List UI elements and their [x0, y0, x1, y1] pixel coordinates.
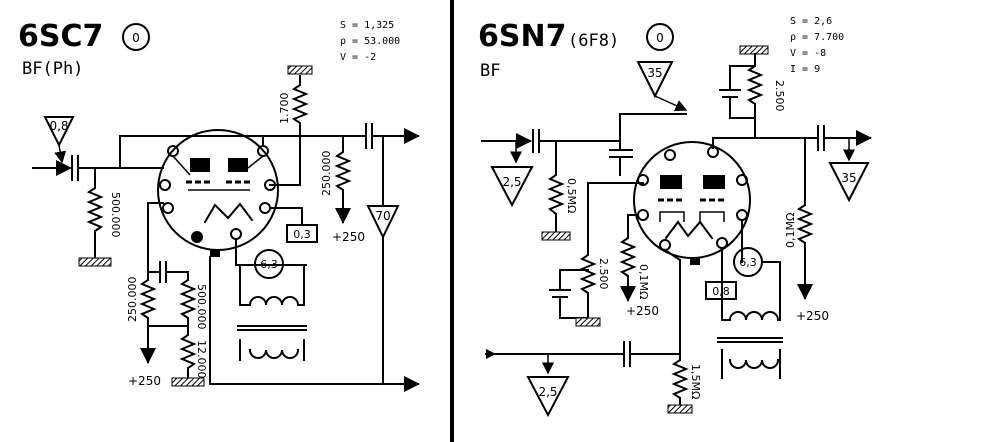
right-ground-1 — [541, 231, 571, 241]
right-subtitle: BF — [480, 61, 500, 81]
left-supply-2: +250 — [128, 374, 161, 388]
right-output-resistor-label: 0,1MΩ — [784, 213, 797, 248]
right-output-triangle — [828, 162, 870, 203]
right-grid-resistor-label: 0,5MΩ — [565, 178, 578, 213]
right-grid2-resistor — [671, 359, 689, 399]
right-grid2-resistor-label: 1,5MΩ — [689, 364, 702, 399]
left-input-voltage: 0,8 — [49, 119, 68, 133]
left-tube-key — [191, 231, 203, 243]
left-tube-name: 6SC7 — [18, 19, 103, 54]
right-param-v: V = -8 — [790, 48, 826, 59]
left-bias-resistor-label: 12.000 — [195, 340, 208, 379]
left-ground-2 — [171, 377, 205, 387]
left-plate-load-label: 250.000 — [320, 151, 333, 197]
left-subtitle: BF(Ph) — [22, 59, 83, 79]
left-plate-load-resistor — [334, 151, 352, 191]
right-param-i: I = 9 — [790, 64, 820, 75]
right-input-voltage: 2,5 — [502, 175, 521, 189]
right-output-resistor — [796, 204, 814, 244]
right-badge-label: 0 — [656, 31, 664, 45]
left-plate-resistor — [291, 84, 309, 124]
left-bias-resistor — [179, 334, 197, 369]
left-cathode-resistor — [139, 279, 157, 319]
right-output-voltage: 35 — [841, 171, 856, 185]
right-transformer-secondary — [728, 358, 780, 369]
left-param-s: S = 1,325 — [340, 20, 394, 31]
right-panel: 6SN7 (6F8) 0 BF S = 2,6 ρ = 7.700 V = -8… — [478, 16, 872, 418]
left-panel: 6SC7 0 BF(Ph) S = 1,325 ρ = 53.000 V = -… — [18, 19, 420, 392]
right-cathode-resistor-label: 2.500 — [773, 80, 786, 112]
left-output-triangle — [366, 205, 400, 240]
right-bias-resistor-label: 2.500 — [597, 258, 610, 290]
left-grid2-resistor-label: 500.000 — [195, 284, 208, 330]
left-ground-top — [287, 65, 313, 75]
left-filament-badge — [254, 249, 284, 279]
left-tube-base-pin — [210, 250, 220, 257]
right-input-triangle — [490, 166, 534, 208]
right-ground-2 — [575, 317, 601, 327]
right-plate-resistor — [619, 237, 637, 277]
left-transformer-primary — [248, 296, 300, 307]
left-output-voltage: 70 — [375, 209, 390, 223]
right-current-label: 0,8 — [712, 285, 730, 298]
left-current-label: 0,3 — [293, 228, 311, 241]
right-grid-resistor — [547, 174, 565, 215]
left-filament-label: 6,3 — [260, 258, 278, 271]
left-cathode-resistor-label: 250.000 — [126, 277, 139, 323]
right-tube-name: 6SN7 — [478, 19, 566, 54]
left-grid-resistor-label: 500.000 — [109, 192, 122, 238]
left-badge-label: 0 — [132, 31, 140, 45]
left-supply-1: +250 — [332, 230, 365, 244]
right-bias-resistor — [579, 254, 597, 294]
right-base-badge — [646, 23, 674, 51]
right-input2-triangle — [526, 376, 570, 418]
right-tube-base-pin — [690, 258, 700, 265]
right-ground-top — [739, 45, 769, 55]
left-input-triangle — [43, 116, 75, 148]
right-cathode-resistor — [746, 65, 764, 105]
right-top-voltage: 35 — [647, 66, 662, 80]
right-supply-2: +250 — [796, 309, 829, 323]
left-ground-1 — [78, 257, 112, 267]
left-base-badge — [122, 23, 150, 51]
left-grid-resistor — [86, 187, 104, 232]
right-param-s: S = 2,6 — [790, 16, 832, 27]
right-input2-voltage: 2,5 — [538, 385, 557, 399]
left-grid2-resistor — [179, 279, 197, 319]
right-filament-label: 6,3 — [739, 256, 757, 269]
right-param-rho: ρ = 7.700 — [790, 32, 844, 43]
left-transformer-secondary — [248, 348, 300, 359]
right-transformer-primary — [728, 311, 780, 322]
right-tube-alt: (6F8) — [568, 31, 619, 51]
left-param-rho: ρ = 53.000 — [340, 36, 400, 47]
right-plate-resistor-label: 0,1MΩ — [637, 264, 650, 299]
right-ground-3 — [667, 404, 693, 414]
right-tube-envelope — [633, 141, 751, 259]
left-param-v: V = -2 — [340, 52, 376, 63]
left-plate-resistor-label: 1.700 — [278, 93, 291, 125]
right-supply-1: +250 — [626, 304, 659, 318]
right-top-triangle — [636, 61, 674, 99]
